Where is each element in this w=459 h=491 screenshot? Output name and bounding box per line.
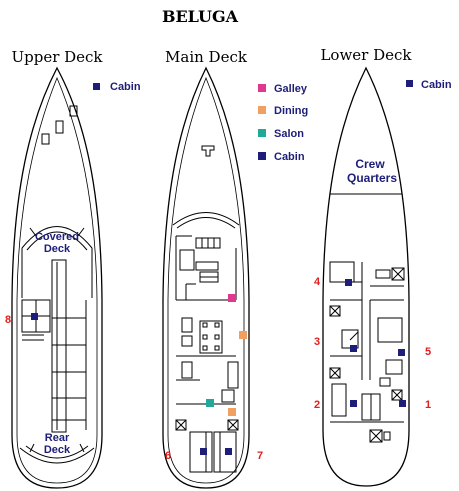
main-cabin-marker-7 <box>225 448 232 455</box>
upper-deck-structure <box>19 105 95 464</box>
upper-cabin-marker <box>31 313 38 320</box>
covered-deck-label: Covered <box>35 231 79 243</box>
covered-deck-label-2: Deck <box>44 243 71 255</box>
galley-marker <box>228 294 236 302</box>
main-deck-structure <box>172 145 240 473</box>
main-legend-dining-label: Dining <box>274 105 308 117</box>
lower-legend-cabin-label: Cabin <box>421 79 452 91</box>
dining-marker <box>239 331 247 339</box>
lower-deck-hull <box>322 66 410 487</box>
plan-title: BELUGA <box>162 7 239 26</box>
main-deck-hull <box>162 66 250 489</box>
lower-cabin-marker-2 <box>350 400 357 407</box>
cabin-number-8: 8 <box>5 314 11 326</box>
cabin-number-2: 2 <box>314 399 320 411</box>
salon-marker <box>206 399 214 407</box>
cabin-number-3: 3 <box>314 336 320 348</box>
cabin-number-7: 7 <box>257 450 263 462</box>
upper-deck-hull <box>11 66 103 489</box>
main-cabin-marker-6 <box>200 448 207 455</box>
main-legend-salon-swatch <box>258 129 266 137</box>
dining-marker-2 <box>228 408 236 416</box>
main-legend-galley-swatch <box>258 84 266 92</box>
main-legend-galley-label: Galley <box>274 83 308 95</box>
rear-deck-label-2: Deck <box>44 444 71 456</box>
rear-deck-label: Rear <box>45 432 70 444</box>
crew-quarters-label-2: Quarters <box>347 171 397 185</box>
cabin-number-1: 1 <box>425 399 431 411</box>
main-legend-cabin-label: Cabin <box>274 151 305 163</box>
cabin-number-5: 5 <box>425 346 431 358</box>
upper-legend-cabin-swatch <box>93 83 100 90</box>
main-deck-title: Main Deck <box>165 48 248 66</box>
lower-cabin-marker-1 <box>399 400 406 407</box>
main-legend-cabin-swatch <box>258 152 266 160</box>
lower-cabin-marker-5 <box>398 349 405 356</box>
main-legend-salon-label: Salon <box>274 128 304 140</box>
cabin-number-6: 6 <box>165 450 171 462</box>
lower-deck-structure <box>329 193 405 443</box>
lower-legend-cabin-swatch <box>406 80 413 87</box>
lower-cabin-marker-4 <box>345 279 352 286</box>
lower-deck-title: Lower Deck <box>320 46 412 64</box>
main-legend-dining-swatch <box>258 106 266 114</box>
lower-cabin-marker-3 <box>350 345 357 352</box>
crew-quarters-label: Crew <box>355 157 385 171</box>
upper-legend-cabin-label: Cabin <box>110 81 141 93</box>
cabin-number-4: 4 <box>314 276 321 288</box>
upper-deck-title: Upper Deck <box>11 48 103 66</box>
